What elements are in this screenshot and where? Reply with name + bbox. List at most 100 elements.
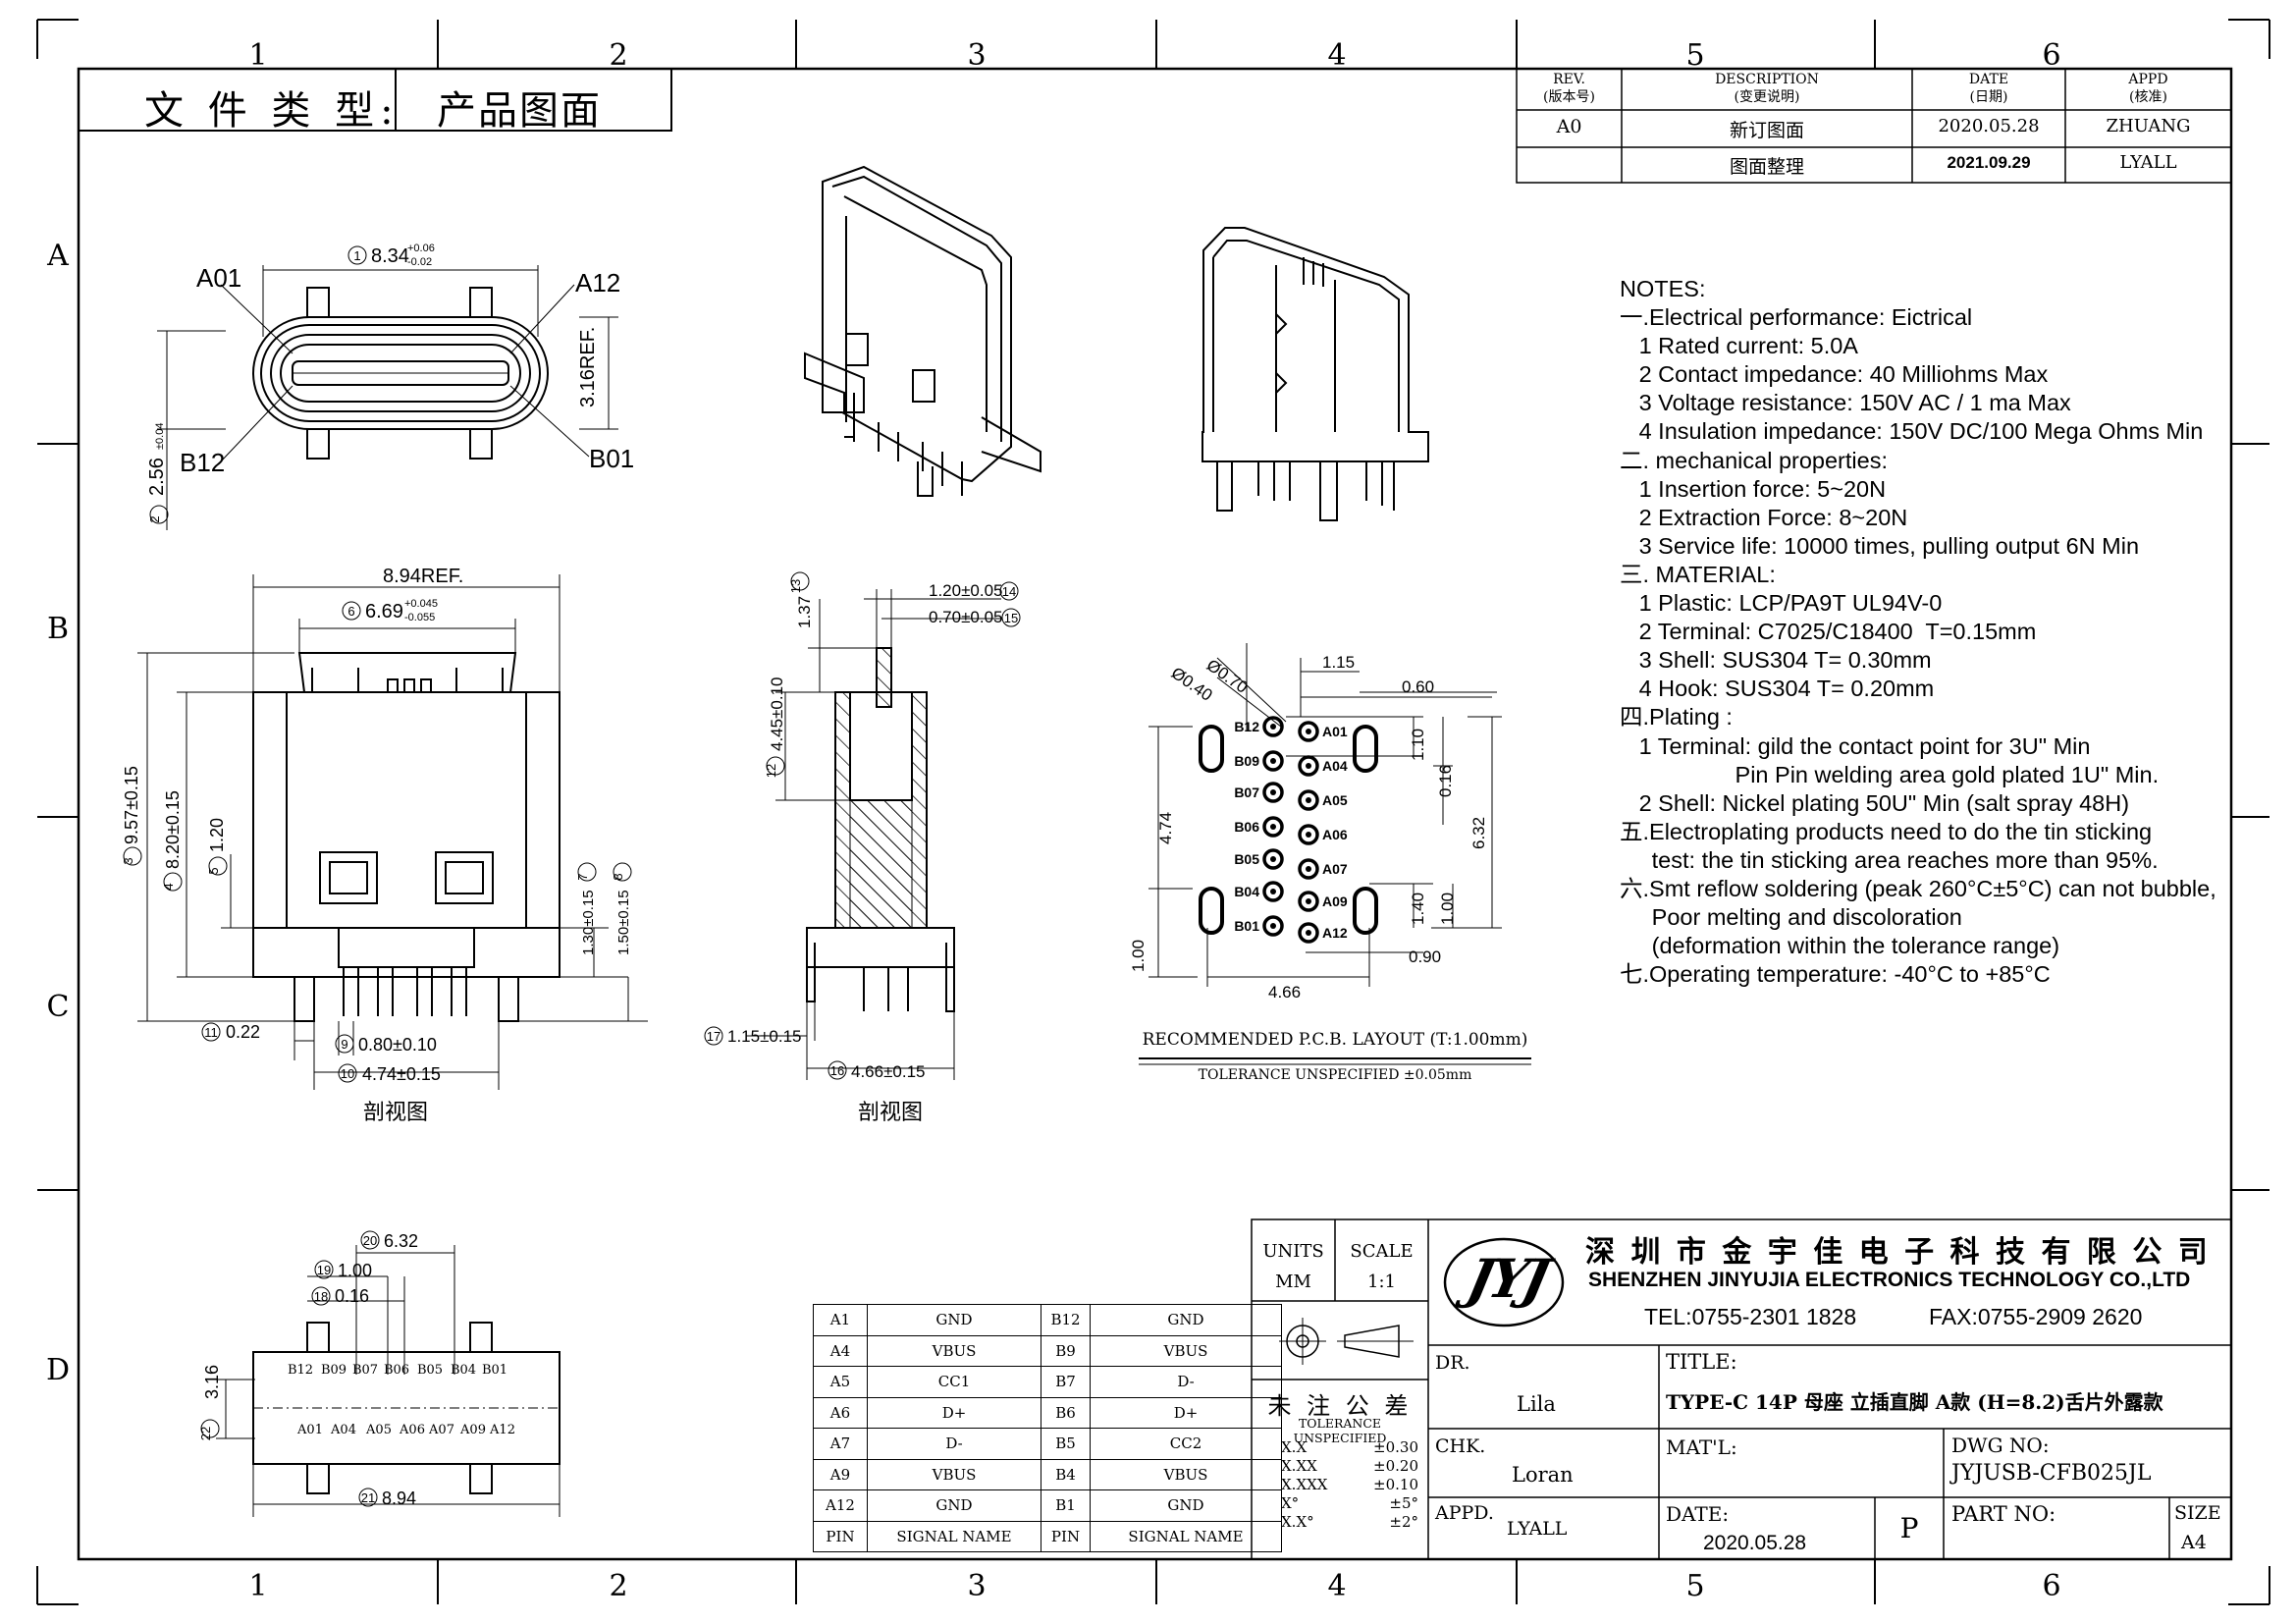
tolerance-title: 未 注 公 差 — [1267, 1392, 1413, 1420]
dimension-label: A12 — [575, 268, 620, 298]
pcb-pin-label: A05 — [1322, 792, 1348, 808]
balloon-number: 7 — [575, 873, 590, 880]
front-view — [137, 574, 648, 1090]
balloon-marker — [999, 581, 1019, 601]
rev-row-2-appd: LYALL — [2119, 152, 2177, 173]
pcb-pad — [1262, 848, 1284, 870]
note-line: 1 Rated current: 5.0A — [1620, 333, 1858, 359]
dwg-no-label: DWG NO: — [1951, 1434, 2050, 1457]
note-line: Pin Pin welding area gold plated 1U" Min… — [1620, 761, 2160, 787]
pcb-caption: RECOMMENDED P.C.B. LAYOUT (T:1.00mm) — [1143, 1030, 1528, 1050]
balloon-marker — [704, 1026, 723, 1046]
balloon-marker — [358, 1488, 378, 1507]
dimension-label: 2.56 — [146, 458, 168, 496]
dimension-label: 0.90 — [1409, 947, 1441, 966]
dr-value: Lila — [1517, 1392, 1556, 1416]
pcb-pad-hole — [1306, 898, 1311, 904]
size-label: SIZE — [2174, 1502, 2221, 1524]
pcb-pad-hole — [1270, 824, 1276, 830]
pcb-pin-label: B09 — [1234, 753, 1259, 769]
signal-cell: VBUS — [1090, 1458, 1282, 1490]
balloon-marker — [314, 1260, 334, 1279]
note-line: 2 Terminal: C7025/C18400 T=0.15mm — [1620, 619, 2037, 645]
balloon-number: 11 — [204, 1025, 218, 1040]
material-label: MAT'L: — [1666, 1435, 1737, 1459]
note-line: 七.Operating temperature: -40°C to +85°C — [1620, 961, 2051, 988]
dimension-label: 1.10 — [1409, 729, 1427, 761]
pcb-pad-hole — [1270, 724, 1276, 730]
zone-row-label: A — [46, 239, 69, 273]
balloon-marker — [766, 756, 785, 776]
tolerance-row: X.XXX±0.10 — [1281, 1476, 1418, 1493]
pcb-pin-label: B07 — [1234, 785, 1259, 800]
bottom-pin-label: A06 — [399, 1423, 425, 1437]
dimension-label: 4.45±0.10 — [768, 677, 786, 751]
zone-ticks — [36, 19, 2270, 1605]
dimension-label: 8.34 — [371, 245, 409, 267]
zone-column-label: 6 — [2042, 38, 2060, 73]
balloon-marker — [311, 1286, 331, 1306]
dimension-label: 0.60 — [1402, 677, 1434, 696]
balloon-marker — [123, 846, 142, 866]
dimension-label: -0.055 — [404, 612, 435, 623]
balloon-number: 14 — [1002, 584, 1016, 599]
signal-cell: A9 — [813, 1458, 868, 1490]
dimension-label: 1.15 — [1322, 653, 1355, 672]
bottom-pin-label: B04 — [451, 1363, 476, 1378]
zone-row-label: D — [46, 1353, 70, 1387]
dimension-label: 0.80±0.10 — [358, 1035, 437, 1055]
note-line: 三. MATERIAL: — [1620, 561, 1776, 587]
note-line: 3 Service life: 10000 times, pulling out… — [1620, 532, 2140, 559]
units-label: UNITS — [1262, 1241, 1324, 1262]
balloon-number: 21 — [361, 1490, 375, 1505]
bottom-pin-label: B01 — [482, 1363, 507, 1378]
date-value: 2020.05.28 — [1703, 1532, 1807, 1554]
balloon-marker — [1001, 608, 1021, 627]
signal-cell: B7 — [1041, 1366, 1091, 1398]
dimension-label: 1.50±0.15 — [615, 890, 632, 955]
balloon-number: 8 — [611, 873, 625, 880]
note-line: (deformation within the tolerance range) — [1620, 933, 2060, 959]
chk-value: Loran — [1512, 1463, 1574, 1487]
balloon-marker — [577, 862, 597, 882]
note-line: 2 Extraction Force: 8~20N — [1620, 504, 1908, 530]
zone-column-label: 2 — [609, 38, 627, 73]
signal-cell: CC2 — [1090, 1428, 1282, 1460]
signal-cell: GND — [1090, 1489, 1282, 1522]
dimension-label: 6.69 — [365, 601, 403, 623]
title-block-grid — [1251, 1218, 2232, 1560]
pcb-pad — [1298, 824, 1319, 845]
signal-cell: A6 — [813, 1396, 868, 1429]
rev-row-1-rev: A0 — [1556, 116, 1582, 137]
signal-cell: CC1 — [867, 1366, 1041, 1398]
note-line: 1 Insertion force: 5~20N — [1620, 475, 1887, 502]
zone-row-label: B — [47, 612, 69, 646]
signal-cell: SIGNAL NAME — [1090, 1520, 1282, 1552]
pcb-pad-hole — [1306, 866, 1311, 872]
dimension-label: 9.57±0.15 — [122, 766, 141, 844]
signal-cell: PIN — [813, 1520, 868, 1552]
pcb-pad — [1262, 915, 1284, 937]
signal-cell: A1 — [813, 1304, 868, 1336]
notes-block: NOTES:一.Electrical performance: Eictrica… — [1620, 275, 2248, 989]
isometric-view-left — [804, 165, 1041, 497]
pcb-pin-label: B04 — [1234, 884, 1259, 899]
dimension-label: 6.32 — [384, 1231, 418, 1251]
dimension-label: A01 — [196, 263, 241, 293]
rev-header: REV.(版本号) — [1543, 72, 1595, 105]
bottom-pin-label: B12 — [288, 1363, 313, 1378]
pcb-pad — [1262, 816, 1284, 838]
note-line: test: the tin sticking area reaches more… — [1620, 846, 2159, 873]
pcb-pad-hole — [1306, 832, 1311, 838]
dimension-label: B12 — [180, 448, 225, 477]
pcb-pad-hole — [1270, 789, 1276, 795]
inner-frame — [77, 67, 2233, 1561]
pcb-pin-label: B12 — [1234, 719, 1259, 734]
tolerance-subtitle: TOLERANCE UNSPECIFIED — [1293, 1416, 1387, 1445]
zone-column-label: 1 — [248, 1569, 267, 1603]
signal-cell: GND — [867, 1304, 1041, 1336]
signal-cell: GND — [867, 1489, 1041, 1522]
